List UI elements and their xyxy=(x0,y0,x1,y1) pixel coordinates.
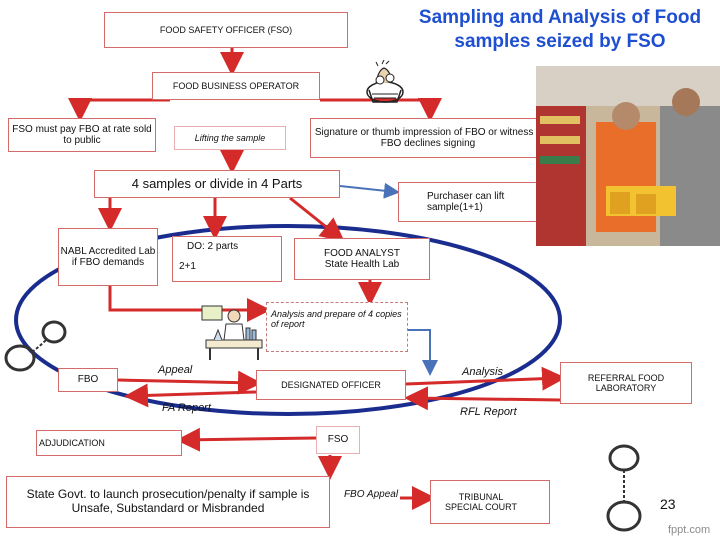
box-signature-label: Signature or thumb impression of FBO or … xyxy=(311,127,545,150)
box-nabl-label: NABL Accredited Lab if FBO demands xyxy=(59,246,157,269)
box-signature: Signature or thumb impression of FBO or … xyxy=(310,118,546,158)
box-food-safety-officer: FOOD SAFETY OFFICER (FSO) xyxy=(104,12,348,48)
box-tribunal-label: TRIBUNAL SPECIAL COURT xyxy=(441,492,521,513)
handcuffs-icon xyxy=(0,318,72,376)
box-fbo-label: FOOD BUSINESS OPERATOR xyxy=(173,81,299,91)
page-number: 23 xyxy=(660,496,676,512)
arrow-fbo-to-pay xyxy=(80,100,170,116)
box-analysis-report: Analysis and prepare of 4 copies of repo… xyxy=(266,302,408,352)
box-food-analyst: FOOD ANALYST State Health Lab xyxy=(294,238,430,280)
box-four-samples-label: 4 samples or divide in 4 Parts xyxy=(132,177,303,192)
arrow-rfl-report xyxy=(410,398,560,400)
page-title: Sampling and Analysis of Food samples se… xyxy=(404,6,716,55)
arrow-report-to-do xyxy=(408,330,430,372)
box-designated-officer: DESIGNATED OFFICER xyxy=(256,370,406,400)
box-state-govt: State Govt. to launch prosecution/penalt… xyxy=(6,476,330,528)
arrow-appeal xyxy=(118,380,256,383)
box-food-business-operator: FOOD BUSINESS OPERATOR xyxy=(152,72,320,100)
label-fa-report: FA Report xyxy=(162,402,211,415)
box-lifting-label: Lifting the sample xyxy=(195,133,266,143)
box-do-parts-label: DO: 2 parts xyxy=(187,241,238,253)
label-appeal: Appeal xyxy=(158,364,192,377)
label-analysis: Analysis xyxy=(462,366,503,379)
box-purchaser: Purchaser can lift sample(1+1) xyxy=(398,182,546,222)
box-fso-label: FSO xyxy=(328,434,349,446)
box-food-safety-officer-label: FOOD SAFETY OFFICER (FSO) xyxy=(160,25,292,35)
box-do-plus-label: 2+1 xyxy=(179,261,196,273)
box-nabl: NABL Accredited Lab if FBO demands xyxy=(58,228,158,286)
box-fso-must-pay: FSO must pay FBO at rate sold to public xyxy=(8,118,156,152)
food-basket-icon xyxy=(362,58,408,106)
box-food-analyst-line1: FOOD ANALYST xyxy=(324,248,400,260)
box-fso: FSO xyxy=(316,426,360,454)
box-analysis-report-label: Analysis and prepare of 4 copies of repo… xyxy=(271,309,403,330)
box-four-samples: 4 samples or divide in 4 Parts xyxy=(94,170,340,198)
box-fso-must-pay-label: FSO must pay FBO at rate sold to public xyxy=(9,124,155,147)
box-fbo-appeal-label: FBO Appeal xyxy=(344,489,398,501)
box-do-parts: DO: 2 parts 2+1 xyxy=(172,236,282,282)
box-adjudication-label: ADJUDICATION xyxy=(39,438,105,448)
box-fbo-small-label: FBO xyxy=(78,374,99,386)
arrow-samples-to-analyst xyxy=(290,198,340,238)
lab-worker-icon xyxy=(198,300,268,362)
box-adjudication: ADJUDICATION xyxy=(36,430,182,456)
box-food-analyst-line2: State Health Lab xyxy=(325,259,400,271)
box-purchaser-label: Purchaser can lift sample(1+1) xyxy=(427,191,545,214)
box-fbo-appeal: FBO Appeal xyxy=(342,470,400,520)
shopping-photo xyxy=(536,66,720,246)
arrow-fso-to-adjudication xyxy=(182,438,316,440)
box-state-govt-label: State Govt. to launch prosecution/penalt… xyxy=(7,488,329,516)
box-referral-lab: REFERRAL FOOD LABORATORY xyxy=(560,362,692,404)
box-tribunal: TRIBUNAL SPECIAL COURT xyxy=(430,480,550,524)
box-referral-lab-label: REFERRAL FOOD LABORATORY xyxy=(561,373,691,394)
arrow-fa-report xyxy=(130,392,256,396)
watermark: fppt.com xyxy=(668,524,710,536)
handcuffs-icon xyxy=(600,440,656,540)
label-rfl-report: RFL Report xyxy=(460,406,517,419)
arrow-samples-to-purchaser xyxy=(340,186,396,192)
box-designated-officer-label: DESIGNATED OFFICER xyxy=(281,380,381,390)
box-lifting-sample: Lifting the sample xyxy=(174,126,286,150)
